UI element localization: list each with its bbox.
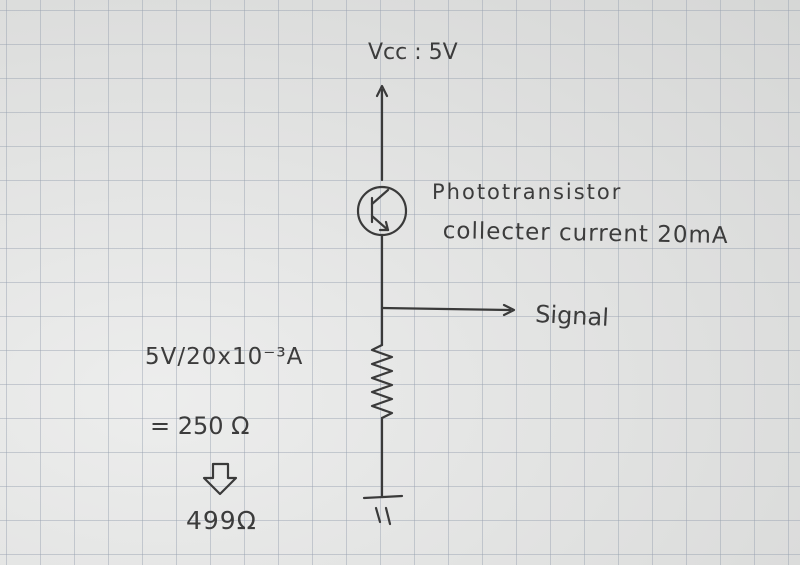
ground-bar-2: [374, 506, 382, 524]
signal-arrowhead: [502, 303, 516, 317]
formula-line: 5V/20x10⁻³A: [145, 344, 304, 370]
phototransistor-emitter: [370, 214, 390, 232]
signal-label: Signal: [534, 300, 610, 332]
ground-bar-3: [384, 506, 392, 526]
resistor-symbol: [370, 343, 394, 420]
component-name: Phototransistor: [432, 180, 623, 204]
vcc-label: Vcc : 5V: [368, 40, 458, 65]
ground-bar-1: [362, 494, 404, 500]
result-line: = 250 Ω: [150, 412, 250, 440]
vcc-arrowhead: [375, 84, 389, 98]
component-spec: collecter current 20mA: [442, 218, 729, 249]
chosen-value: 499Ω: [186, 506, 257, 535]
signal-wire: [380, 306, 512, 312]
phototransistor-collector: [370, 188, 390, 206]
down-arrow-icon: [202, 462, 238, 496]
emitter-arrowhead: [378, 220, 390, 232]
